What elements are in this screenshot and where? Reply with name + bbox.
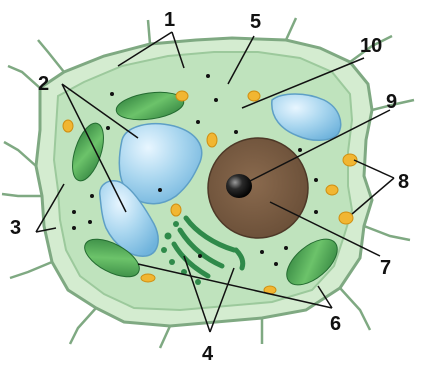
granule	[206, 74, 210, 78]
label-1: 1	[164, 9, 175, 31]
granule	[214, 98, 218, 102]
mitochondrion	[339, 212, 353, 224]
label-4: 4	[202, 343, 214, 365]
label-3: 3	[10, 217, 21, 239]
golgi-vesicle	[165, 233, 172, 240]
mitochondrion	[171, 204, 181, 216]
granule	[110, 92, 114, 96]
granule	[260, 250, 264, 254]
granule	[106, 126, 110, 130]
granule	[196, 120, 200, 124]
nucleus-body	[208, 138, 308, 238]
label-9: 9	[386, 91, 397, 113]
granule	[72, 226, 76, 230]
mitochondrion	[141, 274, 155, 282]
nucleus	[208, 138, 308, 238]
mitochondrion	[63, 120, 73, 132]
label-2: 2	[38, 73, 49, 95]
granule	[72, 210, 76, 214]
granule	[158, 188, 162, 192]
granule	[90, 194, 94, 198]
nucleolus	[226, 174, 252, 198]
label-7: 7	[380, 257, 391, 279]
golgi-vesicle	[195, 279, 201, 285]
label-10: 10	[360, 35, 382, 57]
golgi-vesicle	[161, 247, 167, 253]
label-6: 6	[330, 313, 341, 335]
granule	[284, 246, 288, 250]
granule	[314, 178, 318, 182]
mitochondrion	[176, 91, 188, 101]
granule	[88, 220, 92, 224]
golgi-vesicle	[169, 259, 175, 265]
label-8: 8	[398, 171, 409, 193]
label-5: 5	[250, 11, 261, 33]
granule	[274, 262, 278, 266]
granule	[198, 254, 202, 258]
mitochondrion	[207, 133, 217, 147]
golgi-vesicle	[173, 221, 179, 227]
granule	[234, 130, 238, 134]
granule	[298, 148, 302, 152]
mitochondrion	[326, 185, 338, 195]
mitochondrion	[248, 91, 260, 101]
granule	[314, 210, 318, 214]
